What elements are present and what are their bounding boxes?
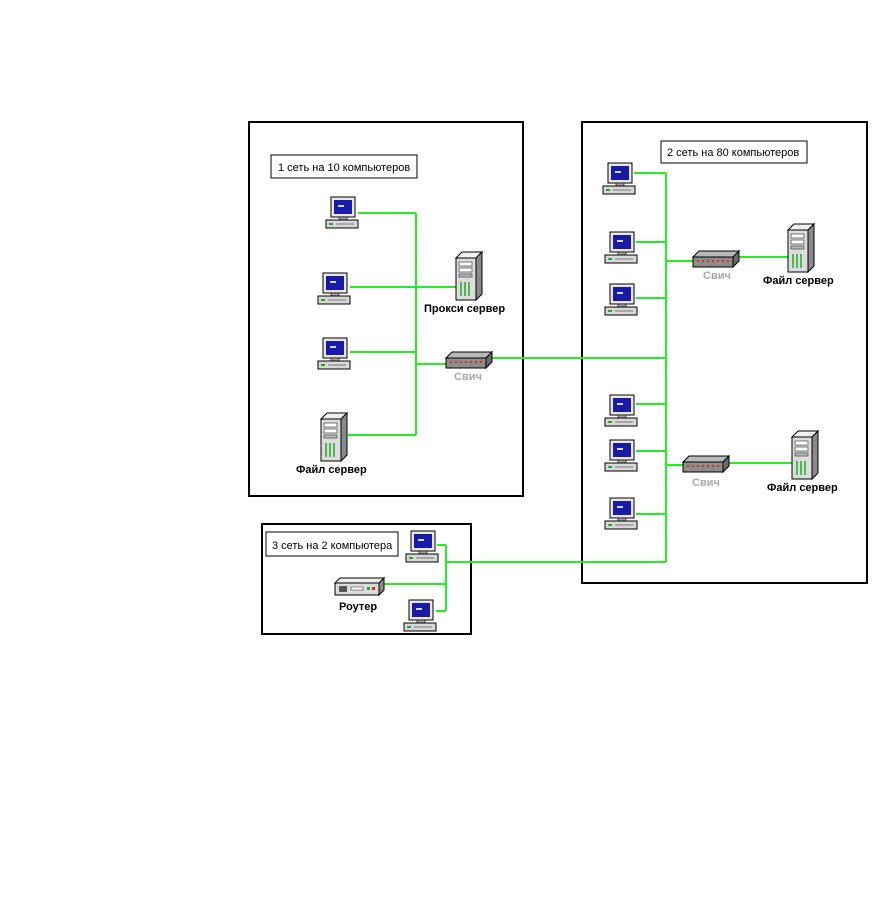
workstation-icon bbox=[405, 530, 439, 563]
switch-icon bbox=[682, 455, 730, 473]
network-3-label: 3 сеть на 2 компьютера bbox=[265, 531, 399, 557]
network-1-frame bbox=[248, 121, 524, 497]
switch-icon bbox=[692, 250, 740, 268]
file-server-icon bbox=[320, 412, 348, 462]
file-server-icon bbox=[791, 430, 819, 480]
workstation-icon bbox=[403, 599, 437, 632]
links bbox=[348, 172, 792, 612]
workstation-icon bbox=[602, 162, 636, 195]
network-2-label: 2 сеть на 80 компьютеров bbox=[660, 140, 808, 164]
switch-1-label: Свич bbox=[454, 371, 482, 383]
network-1-label: 1 сеть на 10 компьютеров bbox=[270, 154, 418, 179]
workstation-icon bbox=[604, 231, 638, 264]
router-icon bbox=[334, 577, 385, 596]
proxy-server-icon bbox=[455, 251, 483, 301]
workstation-icon bbox=[325, 196, 359, 229]
workstation-icon bbox=[317, 337, 351, 370]
file-server-2b-label: Файл сервер bbox=[767, 482, 838, 494]
switch-icon bbox=[445, 351, 493, 369]
workstation-icon bbox=[604, 394, 638, 427]
proxy-server-label: Прокси сервер bbox=[424, 303, 505, 315]
switch-2a-label: Свич bbox=[703, 270, 731, 282]
file-server-2a-label: Файл сервер bbox=[763, 275, 834, 287]
network-3-label-text: 3 сеть на 2 компьютера bbox=[272, 540, 393, 552]
workstation-icon bbox=[604, 497, 638, 530]
workstation-icon bbox=[604, 439, 638, 472]
router-label: Роутер bbox=[339, 601, 377, 613]
file-server-icon bbox=[787, 223, 815, 273]
switch-2b-label: Свич bbox=[692, 477, 720, 489]
network-1-label-text: 1 сеть на 10 компьютеров bbox=[278, 162, 410, 174]
workstation-icon bbox=[317, 272, 351, 305]
workstation-icon bbox=[604, 283, 638, 316]
file-server-1-label: Файл сервер bbox=[296, 464, 367, 476]
network-2-label-text: 2 сеть на 80 компьютеров bbox=[667, 147, 799, 159]
